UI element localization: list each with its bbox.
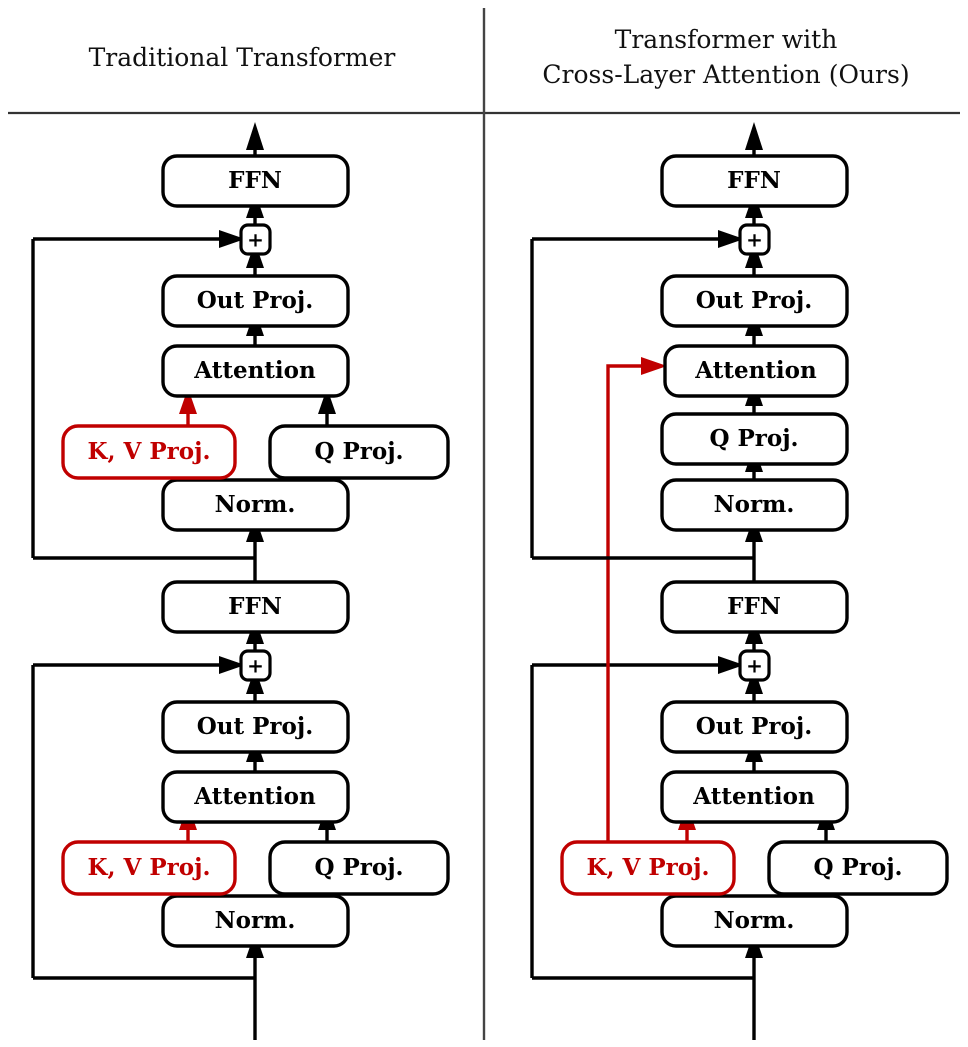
- left-lower-kv-proj-label: K, V Proj.: [88, 854, 211, 881]
- left-upper-kv-proj-label: K, V Proj.: [88, 438, 211, 465]
- left-title-line-1: Traditional Transformer: [89, 43, 396, 72]
- right-lower-kv-proj-label: K, V Proj.: [587, 854, 710, 881]
- left-upper-q-proj-box[interactable]: [268, 424, 450, 480]
- cross-layer-red-arrowhead: [641, 357, 667, 375]
- cross-layer-attention-edge: [606, 357, 667, 842]
- left-output-arrowhead: [246, 122, 264, 150]
- left-upper-kv-to-attn-arrowhead: [179, 388, 197, 414]
- left-upper-q-to-attn-arrowhead: [318, 388, 336, 414]
- left-upper-q-proj-label: Q Proj.: [314, 438, 403, 465]
- left-lower-attention-label: Attention: [193, 783, 316, 810]
- left-lower-q-proj-label: Q Proj.: [314, 854, 403, 881]
- right-title-line-1: Transformer with: [615, 25, 838, 54]
- left-lower-norm-label: Norm.: [215, 907, 296, 934]
- left-column: Norm. K, V Proj. Q Proj.: [31, 122, 450, 1040]
- right-lower-q-proj-label: Q Proj.: [813, 854, 902, 881]
- right-upper-ffn-label: FFN: [727, 167, 781, 194]
- right-column: Norm. K, V Proj. Q Proj.: [530, 122, 949, 1040]
- left-lower-q-proj-box[interactable]: [268, 840, 450, 896]
- right-upper-q-proj-label: Q Proj.: [709, 425, 798, 452]
- right-lower-norm-label: Norm.: [714, 907, 795, 934]
- right-title-line-2: Cross-Layer Attention (Ours): [542, 60, 909, 89]
- right-upper-residual-arrowhead: [718, 230, 744, 248]
- right-lower-ffn-label: FFN: [727, 593, 781, 620]
- right-upper-attention-label: Attention: [694, 357, 817, 384]
- right-lower-attention-label: Attention: [692, 783, 815, 810]
- left-upper-residual-arrowhead: [219, 230, 245, 248]
- left-lower-add-label: +: [247, 654, 264, 678]
- left-lower-out-proj-label: Out Proj.: [197, 713, 313, 740]
- cross-layer-red-path: [606, 364, 644, 842]
- right-output-arrowhead: [745, 122, 763, 150]
- right-upper-block: Norm. Q Proj. Attention Out Proj.: [530, 122, 849, 560]
- left-lower-kv-proj-box[interactable]: [61, 840, 237, 896]
- left-upper-norm-label: Norm.: [215, 491, 296, 518]
- left-upper-ffn-label: FFN: [228, 167, 282, 194]
- left-upper-norm-box[interactable]: [161, 478, 350, 532]
- left-column-title: Traditional Transformer: [89, 43, 396, 72]
- right-lower-out-proj-label: Out Proj.: [696, 713, 812, 740]
- right-column-title: Transformer with Cross-Layer Attention (…: [542, 25, 909, 89]
- left-upper-block: Norm. K, V Proj. Q Proj.: [31, 122, 450, 560]
- right-lower-residual-arrowhead: [718, 656, 744, 674]
- right-upper-attention-box[interactable]: [663, 344, 849, 398]
- right-lower-q-proj-box[interactable]: [767, 840, 949, 896]
- left-upper-out-proj-label: Out Proj.: [197, 287, 313, 314]
- right-upper-out-proj-label: Out Proj.: [696, 287, 812, 314]
- right-upper-add-label: +: [746, 228, 763, 252]
- left-lower-block: Norm. K, V Proj. Q Proj.: [31, 580, 450, 1040]
- right-lower-add-label: +: [746, 654, 763, 678]
- left-upper-add-label: +: [247, 228, 264, 252]
- right-lower-kv-proj-box[interactable]: [560, 840, 736, 896]
- right-upper-norm-label: Norm.: [714, 491, 795, 518]
- right-lower-norm-box[interactable]: [660, 894, 849, 948]
- right-lower-block: Norm. K, V Proj. Q Proj.: [530, 580, 949, 1040]
- left-lower-residual-arrowhead: [219, 656, 245, 674]
- left-lower-ffn-label: FFN: [228, 593, 282, 620]
- left-lower-norm-box[interactable]: [161, 894, 350, 948]
- left-upper-kv-proj-box[interactable]: [61, 424, 237, 480]
- left-upper-attention-label: Attention: [193, 357, 316, 384]
